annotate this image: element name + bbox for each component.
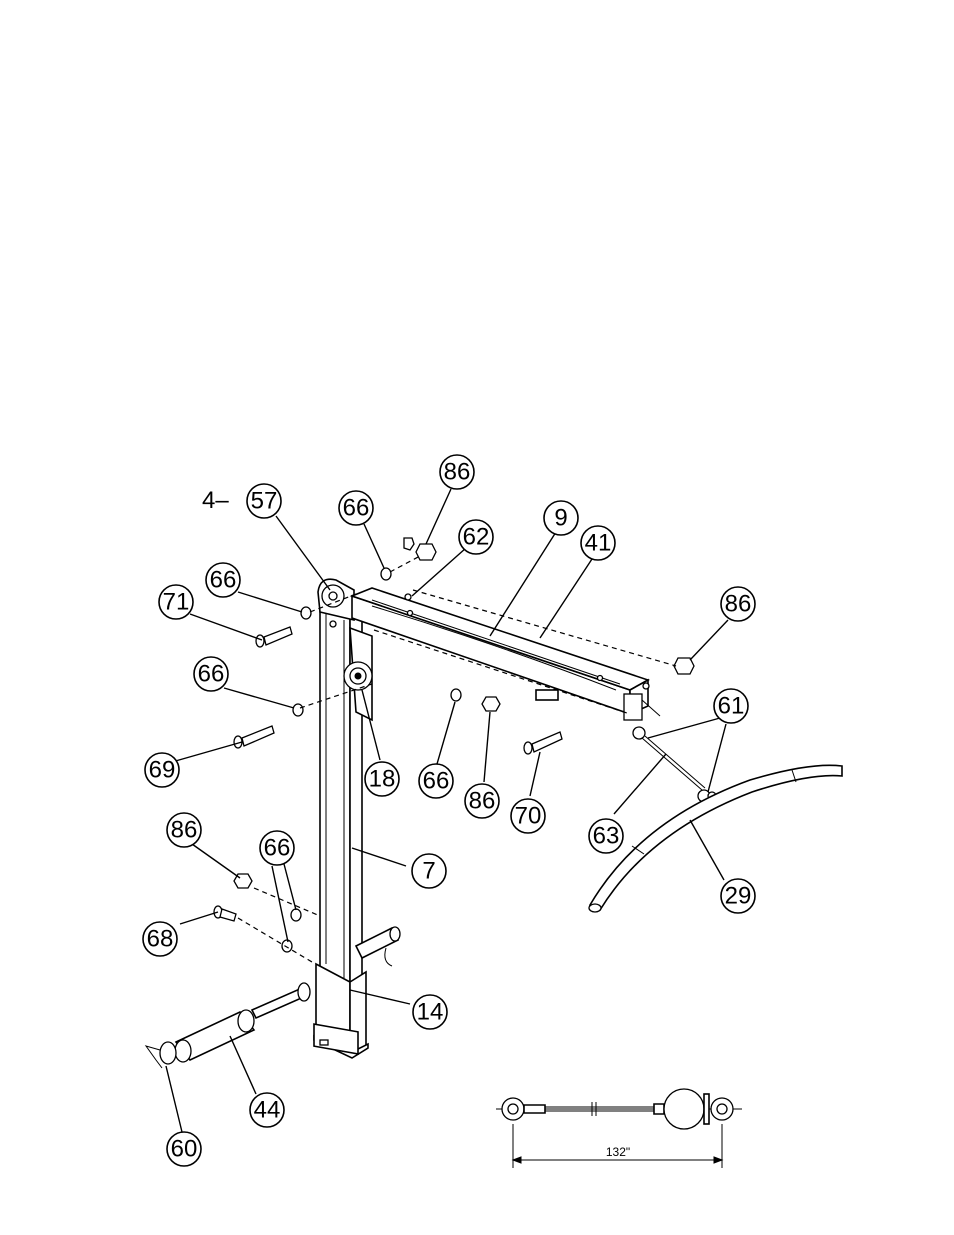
callout-41: 41 <box>580 525 616 561</box>
quantity-prefix: 4– <box>202 487 229 514</box>
callout-86b: 86 <box>720 586 756 622</box>
callout-29: 29 <box>720 878 756 914</box>
callout-7-label: 7 <box>422 858 435 885</box>
bolts <box>213 626 563 922</box>
callout-86a-label: 86 <box>444 459 471 486</box>
callout-57: 57 <box>246 483 282 519</box>
callout-71-label: 71 <box>163 589 190 616</box>
callout-66c: 66 <box>193 656 229 692</box>
callout-41-label: 41 <box>585 530 612 557</box>
leader-lines <box>165 488 729 1133</box>
callout-44-label: 44 <box>254 1097 281 1124</box>
callout-86d: 86 <box>166 812 202 848</box>
callout-9-label: 9 <box>554 505 567 532</box>
callout-63-label: 63 <box>593 823 620 850</box>
callout-44: 44 <box>249 1092 285 1128</box>
callout-14-label: 14 <box>417 999 444 1026</box>
callout-60-label: 60 <box>171 1136 198 1163</box>
callout-66a: 66 <box>338 490 374 526</box>
side-pulley-bracket <box>343 626 373 722</box>
callout-7: 7 <box>411 853 447 889</box>
callout-29-label: 29 <box>725 883 752 910</box>
callout-62: 62 <box>458 519 494 555</box>
callout-69: 69 <box>144 752 180 788</box>
callout-63: 63 <box>588 818 624 854</box>
cable-length-label: 132" <box>606 1145 630 1159</box>
callout-66d: 66 <box>418 763 454 799</box>
callout-9: 9 <box>543 500 579 536</box>
callout-68-label: 68 <box>147 926 174 953</box>
callout-86c: 86 <box>464 783 500 819</box>
chain-assembly <box>632 726 717 803</box>
nuts <box>233 537 695 889</box>
callout-86d-label: 86 <box>171 817 198 844</box>
callout-70: 70 <box>510 798 546 834</box>
callout-62-label: 62 <box>463 524 490 551</box>
callout-18: 18 <box>364 761 400 797</box>
callouts: 57 86 66 62 9 41 66 71 <box>142 454 756 1167</box>
callout-70-label: 70 <box>515 803 542 830</box>
callout-60: 60 <box>166 1131 202 1167</box>
callout-71: 71 <box>158 584 194 620</box>
top-arm <box>349 587 661 721</box>
callout-57-label: 57 <box>251 488 278 515</box>
callout-86b-label: 86 <box>725 591 752 618</box>
callout-14: 14 <box>412 994 448 1030</box>
spring-clip <box>144 1041 177 1069</box>
cable-drawing <box>496 1088 742 1168</box>
callout-86c-label: 86 <box>469 788 496 815</box>
callout-66b-label: 66 <box>210 567 237 594</box>
callout-86a: 86 <box>439 454 475 490</box>
support-tube <box>354 926 401 967</box>
curved-bar <box>588 764 843 913</box>
lower-pin <box>174 982 311 1063</box>
callout-18-label: 18 <box>369 766 396 793</box>
callout-69-label: 69 <box>149 757 176 784</box>
callout-61: 61 <box>713 688 749 724</box>
lower-sleeve <box>313 962 369 1059</box>
callout-66d-label: 66 <box>423 768 450 795</box>
callout-66b: 66 <box>205 562 241 598</box>
callout-66e-label: 66 <box>264 835 291 862</box>
callout-66a-label: 66 <box>343 495 370 522</box>
assembly-lines <box>237 555 677 963</box>
callout-61-label: 61 <box>718 693 745 720</box>
part-drawings <box>144 537 843 1168</box>
callout-66c-label: 66 <box>198 661 225 688</box>
callout-68: 68 <box>142 921 178 957</box>
callout-66e: 66 <box>259 830 295 866</box>
